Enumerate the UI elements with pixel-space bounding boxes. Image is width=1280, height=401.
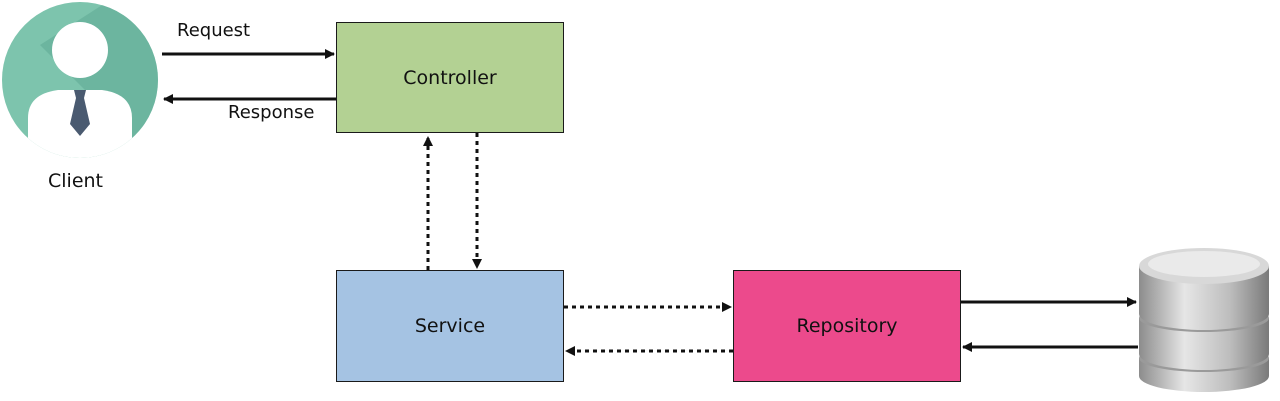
user-avatar-icon <box>2 2 158 158</box>
avatar-head <box>52 22 108 78</box>
controller-box: Controller <box>336 22 564 133</box>
service-label: Service <box>414 315 486 337</box>
client-label: Client <box>48 170 104 192</box>
repository-label: Repository <box>796 315 898 337</box>
avatar-tie <box>70 90 90 136</box>
database-icon <box>1139 248 1269 392</box>
response-label: Response <box>228 102 315 123</box>
controller-label: Controller <box>403 66 497 89</box>
repository-box: Repository <box>733 270 961 382</box>
service-box: Service <box>336 270 564 382</box>
request-label: Request <box>177 20 251 41</box>
